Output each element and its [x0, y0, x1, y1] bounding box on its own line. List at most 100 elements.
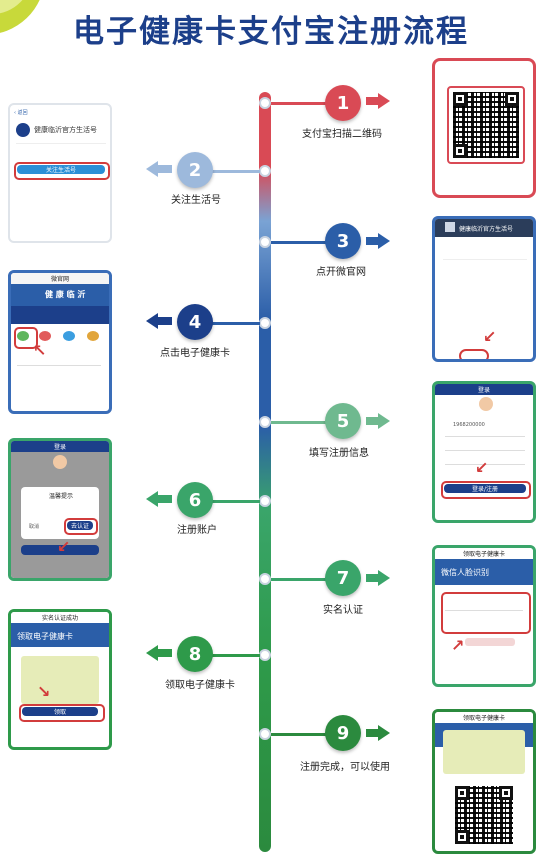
connector-8 — [210, 654, 260, 657]
step-5-arrow — [366, 417, 378, 425]
follow-button[interactable]: 关注生活号 — [17, 165, 105, 174]
connector-4 — [210, 322, 260, 325]
pointer-arrow: ↘ — [37, 682, 51, 701]
qr-finder — [455, 786, 469, 800]
timeline-node-9 — [259, 728, 271, 740]
pointer-arrow: ↗ — [451, 636, 465, 655]
step-6-label: 注册账户 — [177, 525, 217, 536]
cancel-button[interactable]: 取消 — [29, 524, 40, 530]
step-1-arrow-head — [378, 93, 390, 109]
step-1-badge: 1 — [325, 85, 361, 121]
step-4-badge: 4 — [177, 304, 213, 340]
timeline-node-2 — [259, 165, 271, 177]
step-1-label: 支付宝扫描二维码 — [302, 129, 382, 140]
step-7-arrow — [366, 574, 378, 582]
qr-finder — [453, 144, 467, 158]
timeline-node-5 — [259, 416, 271, 428]
connector-3 — [271, 241, 331, 244]
connector-9 — [271, 733, 331, 736]
face-header: 微信人脸识别 — [435, 559, 533, 585]
id-fields-highlight — [441, 592, 531, 634]
step-2-badge: 2 — [177, 152, 213, 188]
pointer-arrow: ↙ — [57, 537, 71, 556]
timeline-node-8 — [259, 649, 271, 661]
pointer-arrow: ↖ — [33, 341, 47, 360]
step-2-label: 关注生活号 — [171, 195, 221, 206]
claim-button[interactable]: 领取 — [22, 707, 98, 716]
notice-dialog: 温馨提示 取消 去认证 — [21, 487, 99, 539]
qr-frame — [447, 86, 525, 164]
account-name: 健康临沂官方生活号 — [459, 226, 514, 233]
screen-top-bar: 领取电子健康卡 — [435, 548, 533, 559]
step-5-badge: 5 — [325, 403, 361, 439]
step-7-badge: 7 — [325, 560, 361, 596]
step-9-arrow — [366, 729, 378, 737]
step-9-badge: 9 — [325, 715, 361, 751]
step-5-label: 填写注册信息 — [309, 448, 369, 459]
card-qr-frame — [455, 786, 513, 844]
login-highlight — [441, 481, 531, 499]
step-6-arrow-head — [146, 491, 158, 507]
connector-6 — [210, 500, 260, 503]
step-6-arrow — [158, 495, 172, 503]
account-name: 健康临沂官方生活号 — [34, 126, 97, 134]
connector-7 — [271, 578, 331, 581]
page-title: 电子健康卡支付宝注册流程 — [73, 14, 469, 50]
step-3-arrow — [366, 237, 378, 245]
qr-finder — [453, 92, 467, 106]
connector-2 — [210, 170, 260, 173]
step-9-screen: 领取电子健康卡 — [432, 709, 536, 854]
step-1-arrow — [366, 97, 378, 105]
step-3-label: 点开微官网 — [316, 267, 366, 278]
step-8-arrow — [158, 649, 172, 657]
qr-finder — [499, 786, 513, 800]
screen-top-bar: 微官网 — [11, 273, 109, 284]
connector-1 — [271, 102, 331, 105]
login-register-button[interactable]: 登录/注册 — [444, 484, 526, 493]
screen-top-bar: 登录 — [435, 384, 533, 395]
step-8-label: 领取电子健康卡 — [165, 680, 235, 691]
screen-top-bar: 实名认证成功 — [11, 612, 109, 623]
step-1-qr-screen — [432, 58, 536, 198]
claim-header: 领取电子健康卡 — [11, 623, 109, 647]
step-8-screen: 实名认证成功 领取电子健康卡 ↘ 领取 — [8, 609, 112, 750]
screen-top-bar: 登录 — [11, 441, 109, 452]
health-card-highlight[interactable] — [14, 327, 38, 349]
timeline-node-3 — [259, 236, 271, 248]
health-card — [443, 730, 525, 774]
timeline-spine — [259, 92, 271, 852]
account-logo — [16, 123, 30, 137]
step-2-arrow — [158, 165, 172, 173]
timeline-node-7 — [259, 573, 271, 585]
claim-highlight — [19, 704, 105, 722]
step-3-screen: 健康临沂官方生活号 ↙ — [432, 216, 536, 362]
step-8-arrow-head — [146, 645, 158, 661]
pointer-arrow: ↙ — [475, 458, 489, 477]
phone-field[interactable]: 1968200000 — [453, 422, 485, 428]
timeline-node-1 — [259, 97, 271, 109]
step-4-label: 点击电子健康卡 — [160, 348, 230, 359]
verify-button[interactable] — [465, 638, 515, 646]
step-4-arrow — [158, 317, 172, 325]
menu-highlight[interactable] — [459, 349, 489, 359]
timeline-node-6 — [259, 495, 271, 507]
step-3-arrow-head — [378, 233, 390, 249]
timeline-node-4 — [259, 317, 271, 329]
step-4-arrow-head — [146, 313, 158, 329]
step-6-badge: 6 — [177, 482, 213, 518]
step-2-arrow-head — [146, 161, 158, 177]
qr-finder — [505, 92, 519, 106]
health-card-preview — [21, 656, 99, 704]
banner: 健 康 临 沂 — [11, 284, 109, 306]
qr-finder — [455, 830, 469, 844]
step-9-label: 注册完成，可以使用 — [300, 762, 390, 773]
step-7-screen: 领取电子健康卡 微信人脸识别 ↗ — [432, 545, 536, 687]
step-9-arrow-head — [378, 725, 390, 741]
step-7-arrow-head — [378, 570, 390, 586]
connector-5 — [271, 421, 331, 424]
pointer-arrow: ↙ — [483, 327, 497, 346]
step-7-label: 实名认证 — [323, 605, 363, 616]
verify-button[interactable]: 去认证 — [67, 521, 93, 530]
follow-highlight — [14, 162, 110, 180]
